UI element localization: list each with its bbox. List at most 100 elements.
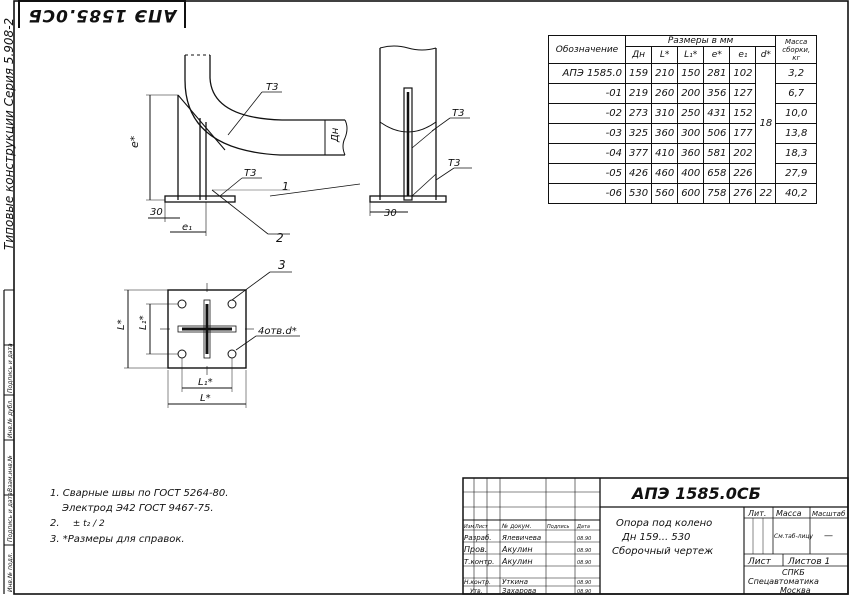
role-4-name: Захарова [502, 587, 536, 595]
role-2-name: Акулин [501, 557, 533, 566]
plan-dim-L1: L₁* [138, 315, 149, 330]
mass-label: Масса [776, 509, 802, 518]
strip-field-5: Подпись и дата [7, 343, 14, 393]
row-4-dn: 377 [624, 143, 653, 164]
row-2-e: 431 [703, 103, 731, 124]
dim-e1-label: e₁ [182, 222, 192, 233]
table-row: -06 530 560 600 758 276 22 40,2 [548, 183, 818, 204]
row-5-mass: 27,9 [775, 163, 818, 184]
view-side-elbow [146, 54, 361, 236]
row-5-dn: 426 [624, 163, 653, 184]
row-5-l1: 400 [677, 163, 705, 184]
col-l1: L₁* [677, 46, 705, 64]
plan-dim-L: L* [116, 319, 127, 330]
role-2: Т.контр. [464, 558, 494, 566]
note-2: 2. [50, 518, 60, 529]
strip-field-2: Подпись и дата [7, 492, 14, 542]
table-row: АПЭ 1585.0 159 210 150 281 102 18 3,2 [548, 63, 818, 184]
row-0-dn: 159 [624, 63, 653, 84]
col-mass: Масса сборки, кг [775, 35, 818, 64]
note-1b: Электрод Э42 ГОСТ 9467-75. [62, 503, 214, 514]
row-2-e1: 152 [729, 103, 757, 124]
scale-value: — [824, 531, 833, 541]
callout-3: 3 [278, 258, 286, 272]
note-2-fraction: ± t₂ / 2 [72, 519, 105, 529]
role-3-date: 08.90 [577, 580, 591, 586]
row-d-merged: 18 [755, 63, 777, 184]
row-4-e: 581 [703, 143, 731, 164]
scale-label: Масштаб [812, 510, 846, 518]
row-5-name: -05 [548, 163, 626, 184]
role-0-date: 08.90 [577, 536, 591, 542]
row-2-mass: 10,0 [775, 103, 818, 124]
hdr-izm: Изм [464, 524, 474, 530]
title-line-3: Сборочный чертеж [612, 545, 713, 557]
row-4-name: -04 [548, 143, 626, 164]
row-6-l1: 600 [677, 183, 705, 204]
row-6-name: -06 [548, 183, 626, 204]
table-row: -04 377 410 360 581 202 18,3 [548, 143, 818, 164]
org-line-2: Спецавтоматика [748, 577, 819, 586]
row-6-l: 560 [651, 183, 679, 204]
row-1-mass: 6,7 [775, 83, 818, 104]
row-6-e: 758 [703, 183, 731, 204]
hdr-sign: Подпись [547, 524, 570, 530]
strip-field-4: Инв.№ дубл. [7, 399, 14, 438]
row-0-l1: 150 [677, 63, 705, 84]
row-3-e1: 177 [729, 123, 757, 144]
org-line-1: СПКБ [782, 568, 805, 577]
col-dn: Дн [624, 46, 653, 64]
role-1-name: Акулин [501, 545, 533, 554]
col-designation: Обозначение [548, 35, 626, 64]
row-1-e1: 127 [729, 83, 757, 104]
role-4: Утв. [470, 588, 483, 595]
row-2-l: 310 [651, 103, 679, 124]
note-3: 3. *Размеры для справок. [50, 534, 185, 545]
dim-e-label: e* [128, 135, 141, 148]
strip-field-1: Инв.№ подл. [7, 552, 14, 592]
role-0-name: Ялевичева [501, 534, 541, 542]
row-0-e: 281 [703, 63, 731, 84]
row-6-mass: 40,2 [775, 183, 818, 204]
row-3-l: 360 [651, 123, 679, 144]
org-line-3: Москва [780, 586, 811, 595]
mass-value: См.таб-лицу [774, 533, 813, 540]
note-2-row: 2. ± t₂ / 2 [50, 516, 228, 532]
table-row: -02 273 310 250 431 152 10,0 [548, 103, 818, 124]
strip-field-3: Взам.инв.№ [7, 455, 14, 492]
row-0-e1: 102 [729, 63, 757, 84]
view-front [369, 45, 472, 216]
role-1: Пров. [464, 545, 487, 554]
row-3-dn: 325 [624, 123, 653, 144]
row-1-dn: 219 [624, 83, 653, 104]
title-designation: АПЭ 1585.0СБ [630, 484, 761, 503]
table-row: -03 325 360 300 506 177 13,8 [548, 123, 818, 144]
role-3: Н.контр. [464, 579, 491, 586]
callout-1: 1 [282, 180, 289, 193]
row-0-name: АПЭ 1585.0 [548, 63, 626, 84]
row-2-name: -02 [548, 103, 626, 124]
role-2-date: 08.90 [577, 560, 591, 566]
sheet-frame [13, 0, 849, 595]
row-3-e: 506 [703, 123, 731, 144]
sheet-label: Лист [747, 557, 772, 567]
view-plan [124, 271, 300, 408]
row-1-e: 356 [703, 83, 731, 104]
col-d: d* [755, 46, 777, 64]
note-1: 1. Сварные швы по ГОСТ 5264-80. [50, 488, 229, 499]
row-4-l1: 360 [677, 143, 705, 164]
front-dim-30: 30 [384, 208, 397, 219]
table-row: -05 426 460 400 658 226 27,9 [548, 163, 818, 184]
plan-dim-L1-bottom: L₁* [198, 377, 213, 388]
row-4-e1: 202 [729, 143, 757, 164]
role-4-date: 08.90 [577, 589, 591, 595]
notes-block: 1. Сварные швы по ГОСТ 5264-80. Электрод… [50, 486, 228, 547]
table-row: -01 219 260 200 356 127 6,7 [548, 83, 818, 104]
row-0-l: 210 [651, 63, 679, 84]
title-line-2: Дн 159... 530 [621, 532, 690, 543]
row-2-l1: 250 [677, 103, 705, 124]
role-1-date: 08.90 [577, 548, 591, 554]
row-1-l: 260 [651, 83, 679, 104]
lit-label: Лит. [747, 509, 766, 518]
